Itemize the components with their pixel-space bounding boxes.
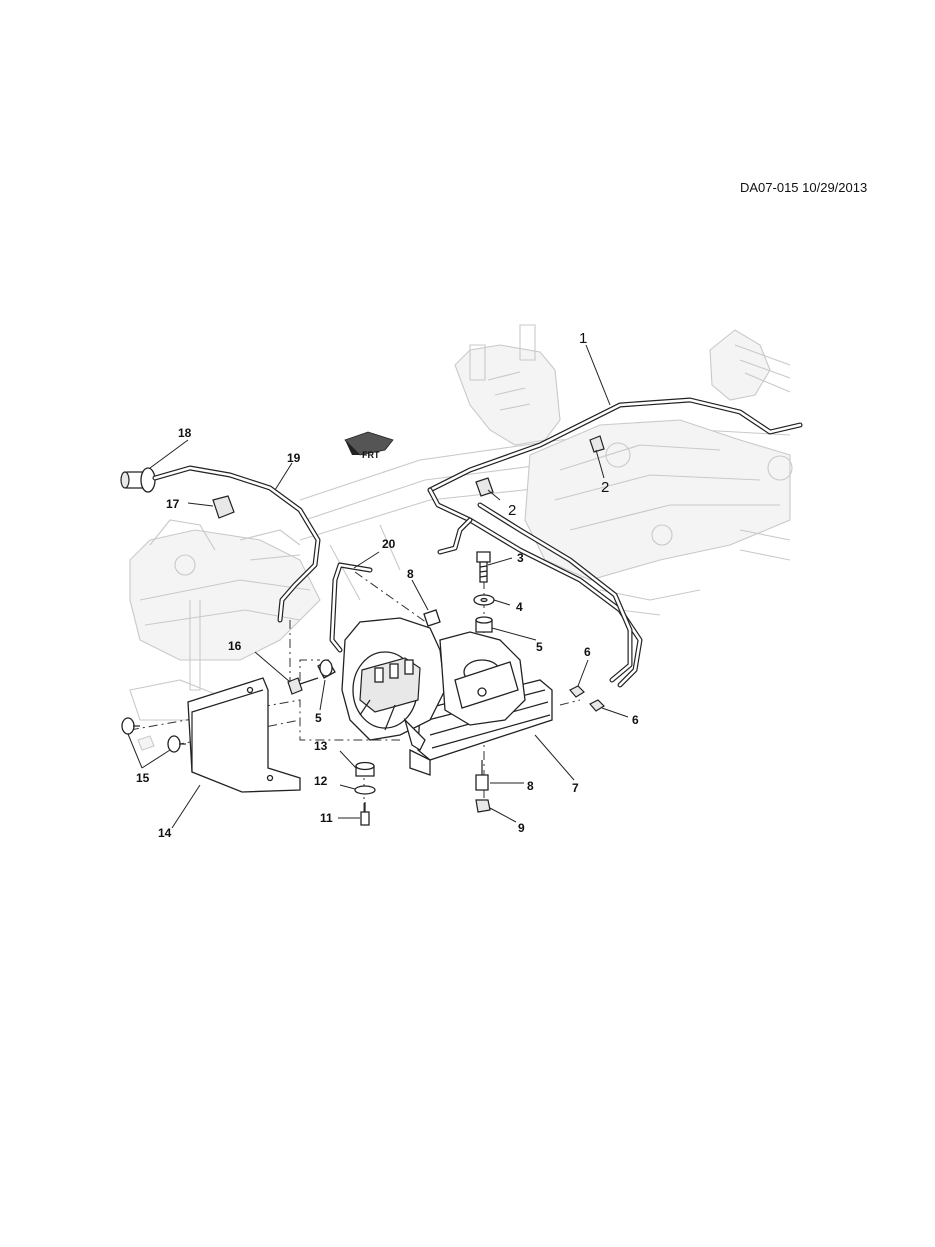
part-5-isolators bbox=[317, 616, 493, 679]
part-17-clip bbox=[212, 495, 235, 519]
callout-2-left: 2 bbox=[508, 502, 516, 519]
part-7-compressor-assembly bbox=[341, 617, 553, 776]
callout-11: 11 bbox=[320, 811, 333, 825]
callout-labels: 1 2 2 3 4 5 5 6 6 7 8 8 9 11 12 13 14 15… bbox=[136, 330, 639, 840]
part-18-filter bbox=[120, 467, 156, 493]
callout-9: 9 bbox=[518, 821, 525, 835]
callout-6-upper: 6 bbox=[584, 645, 591, 659]
front-arrow-icon: FRT bbox=[344, 431, 394, 460]
part-6-nuts bbox=[569, 685, 605, 712]
callout-15: 15 bbox=[136, 771, 150, 785]
part-13-isolator bbox=[355, 761, 375, 777]
diagram-reference-code: DA07-015 10/29/2013 bbox=[740, 180, 868, 195]
callout-14: 14 bbox=[158, 826, 172, 840]
background-chassis bbox=[129, 324, 793, 721]
part-2-line-clips bbox=[475, 435, 605, 497]
callout-7: 7 bbox=[572, 781, 579, 795]
callout-16: 16 bbox=[228, 639, 242, 653]
callout-5-right: 5 bbox=[536, 640, 543, 654]
part-19-hose bbox=[152, 465, 321, 623]
leader-lines bbox=[127, 344, 629, 829]
callout-1: 1 bbox=[579, 330, 587, 347]
callout-4: 4 bbox=[516, 600, 523, 614]
callout-18: 18 bbox=[178, 426, 192, 440]
part-3-bolt bbox=[476, 551, 491, 583]
callout-6-lower: 6 bbox=[632, 713, 639, 727]
part-15-push-pins bbox=[121, 717, 186, 753]
callout-8-lower: 8 bbox=[527, 779, 534, 793]
part-4-washer bbox=[473, 594, 495, 606]
callout-17: 17 bbox=[166, 497, 180, 511]
callout-3: 3 bbox=[517, 551, 524, 565]
callout-2-right: 2 bbox=[601, 479, 609, 496]
part-11-bolt bbox=[360, 802, 370, 826]
part-14-shield bbox=[187, 677, 301, 793]
front-arrow-label: FRT bbox=[362, 450, 380, 460]
callout-13: 13 bbox=[314, 739, 328, 753]
callout-5-left: 5 bbox=[315, 711, 322, 725]
part-12-washer bbox=[354, 785, 376, 795]
part-8-bolts bbox=[423, 609, 489, 791]
part-1-air-lines bbox=[427, 397, 803, 688]
callout-8-upper: 8 bbox=[407, 567, 414, 581]
callout-12: 12 bbox=[314, 774, 328, 788]
part-20-air-line bbox=[329, 562, 373, 653]
callout-19: 19 bbox=[287, 451, 301, 465]
callout-20: 20 bbox=[382, 537, 396, 551]
part-16-bolt bbox=[287, 677, 319, 695]
part-9-nut bbox=[475, 799, 491, 813]
